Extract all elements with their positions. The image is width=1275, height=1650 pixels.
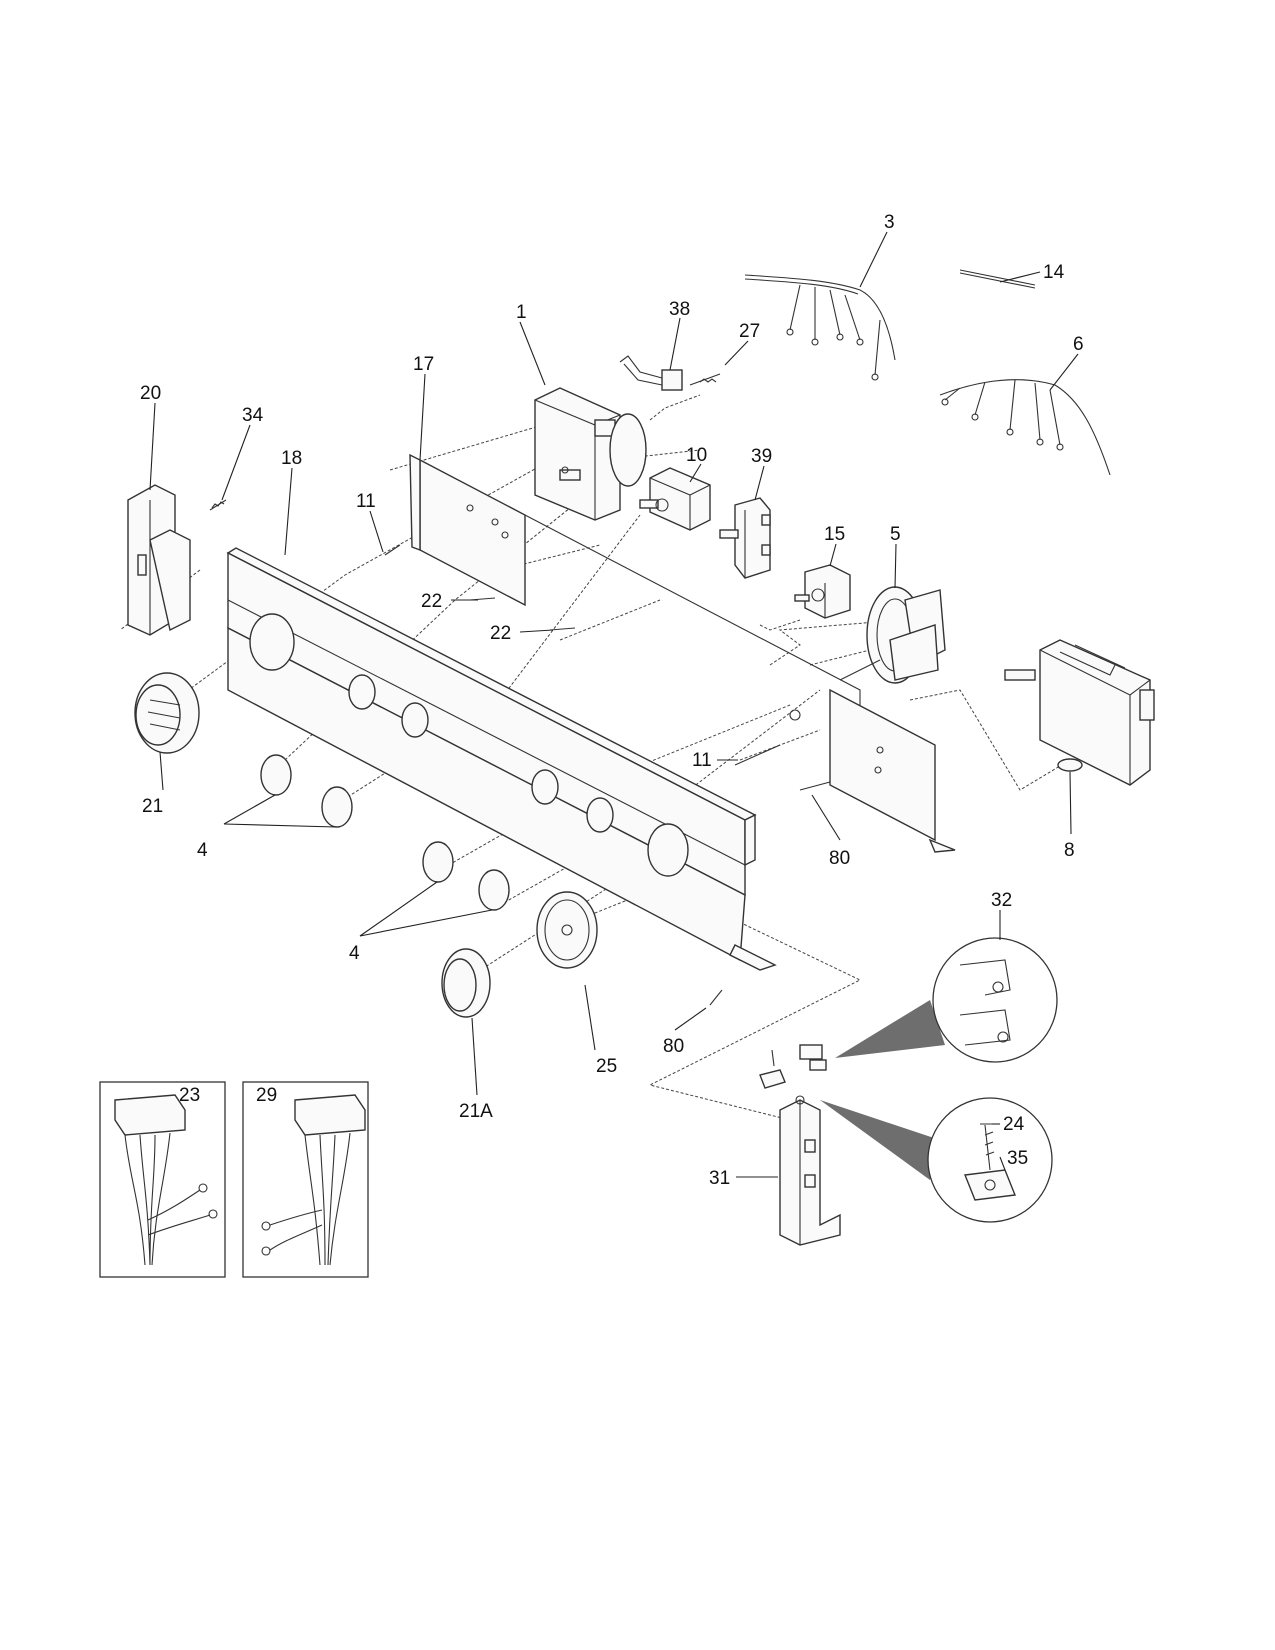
callout-5: 5 [890,524,901,545]
end-cap-left [127,484,227,636]
strap-14 [959,269,1036,289]
callout-4-lower: 4 [349,943,360,964]
callout-14: 14 [1043,262,1065,283]
callout-34: 34 [242,405,264,426]
timer [534,387,647,521]
callout-38: 38 [669,299,690,320]
wire-harness-6 [939,379,1111,476]
callout-31: 31 [709,1168,730,1189]
switch-15 [794,564,851,619]
callout-18: 18 [281,448,302,469]
inset-29 [242,1081,369,1278]
knobs [134,672,598,1018]
callout-25: 25 [596,1056,617,1077]
callout-11-top: 11 [356,491,376,512]
rear-bracket [409,453,956,853]
callout-labels: 1 3 14 6 38 27 17 20 34 18 11 22 22 10 3… [140,212,1084,1189]
callout-29: 29 [256,1085,277,1106]
callout-24: 24 [1003,1114,1025,1135]
callout-22-right: 22 [490,623,511,644]
callout-8: 8 [1064,840,1075,861]
callout-3: 3 [884,212,895,233]
switch-38 [619,355,721,391]
wire-harness-3 [744,274,896,381]
callout-4-upper: 4 [197,840,208,861]
callout-17: 17 [413,354,434,375]
end-cap-right [759,1044,841,1246]
callout-22-left: 22 [421,591,442,612]
callout-80-lower: 80 [663,1036,684,1057]
callout-15: 15 [824,524,845,545]
callout-32: 32 [991,890,1012,911]
callout-1: 1 [516,302,527,323]
callout-11-bottom: 11 [692,750,712,771]
callout-35: 35 [1007,1148,1028,1169]
callout-20: 20 [140,383,161,404]
callout-23: 23 [179,1085,200,1106]
console-panel [226,547,777,971]
callout-6: 6 [1073,334,1084,355]
inset-23 [99,1081,226,1278]
callout-39: 39 [751,446,772,467]
switch-39 [719,497,771,579]
detail-circle-32 [835,937,1058,1063]
selector-switch-10 [639,467,711,531]
callout-27: 27 [739,321,760,342]
callout-10: 10 [686,445,707,466]
leader-lines [149,231,1079,1178]
pressure-switch-8 [1004,639,1155,786]
callout-80-upper: 80 [829,848,850,869]
motor-5 [839,586,946,684]
callout-21a: 21A [459,1101,493,1122]
detail-circle-24-35 [820,1097,1053,1223]
callout-21: 21 [142,796,163,817]
